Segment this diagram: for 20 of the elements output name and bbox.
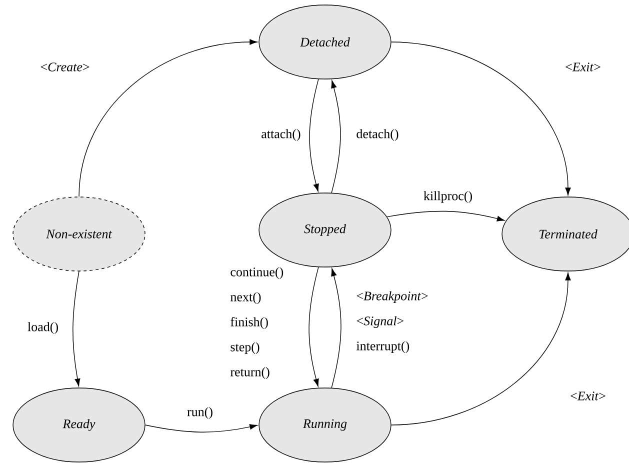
arrow: [391, 272, 571, 426]
edge-label: detach(): [356, 129, 398, 141]
edge-label: continue() next() finish() step() return(): [230, 267, 284, 379]
arrow: [331, 268, 342, 388]
arrow: [309, 78, 319, 192]
edge-label: killproc(): [424, 191, 472, 203]
edge-label: attach(): [262, 129, 300, 141]
arrow: [331, 80, 341, 194]
arrow: [72, 270, 80, 386]
arrow: [308, 266, 319, 387]
arrow: [145, 424, 258, 432]
arrow: [78, 39, 258, 197]
edge-label: load(): [28, 322, 58, 334]
edge-label: run(): [187, 407, 212, 419]
edge-label: <Breakpoint> <Signal> interrupt(): [356, 291, 428, 353]
edge-label: <Exit>: [570, 392, 606, 400]
edge-label: <Create>: [40, 62, 90, 72]
arrow: [386, 210, 505, 222]
arrow: [391, 42, 571, 196]
edge-label: <Exit>: [566, 62, 600, 72]
